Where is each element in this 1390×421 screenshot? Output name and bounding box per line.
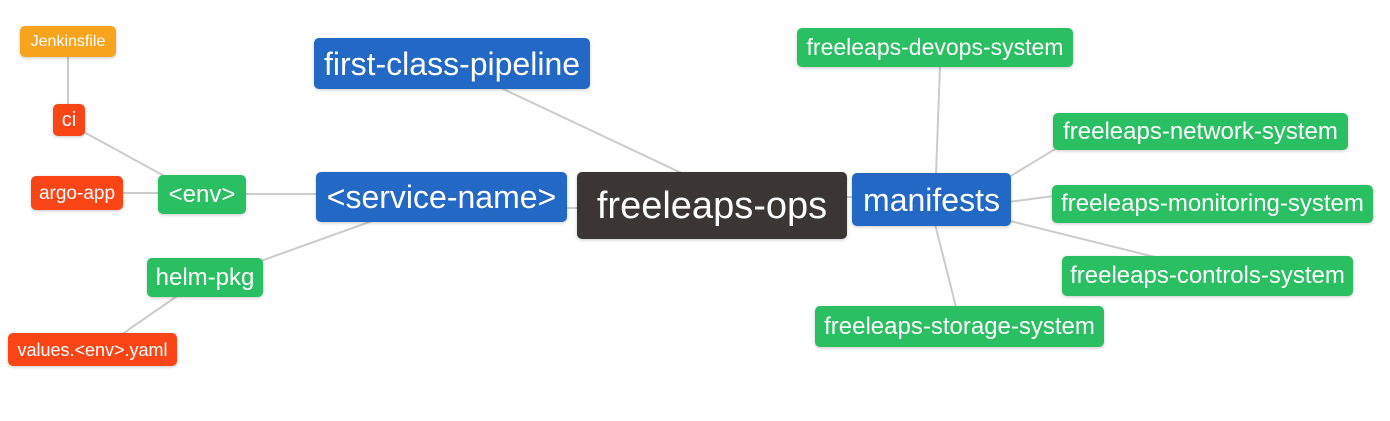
node-label: ci [61,109,77,131]
edge-first-class-pipeline-freeleaps-ops [498,86,693,179]
node-label: manifests [863,181,1000,218]
node-service-name[interactable]: <service-name> [316,172,567,222]
node-values-env-yaml[interactable]: values.<env>.yaml [8,333,177,366]
node-label: <service-name> [326,179,557,215]
node-freeleaps-network-system[interactable]: freeleaps-network-system [1053,113,1348,150]
edge-manifests-freeleaps-controls-system [1009,220,1156,258]
node-freeleaps-storage-system[interactable]: freeleaps-storage-system [815,306,1104,347]
node-freeleaps-monitoring-system[interactable]: freeleaps-monitoring-system [1052,185,1373,223]
node-label: first-class-pipeline [323,45,581,82]
edge-manifests-freeleaps-network-system [1003,147,1058,181]
node-first-class-pipeline[interactable]: first-class-pipeline [314,38,590,89]
edge-ci-env [81,130,169,179]
node-label: freeleaps-devops-system [806,34,1064,60]
node-label: freeleaps-controls-system [1070,262,1345,289]
node-helm-pkg[interactable]: helm-pkg [147,258,263,297]
node-freeleaps-controls-system[interactable]: freeleaps-controls-system [1062,256,1353,296]
node-label: argo-app [38,182,116,204]
node-label: freeleaps-ops [596,184,828,227]
node-jenkinsfile[interactable]: Jenkinsfile [20,26,116,57]
edge-manifests-freeleaps-monitoring-system [1007,195,1055,203]
node-label: freeleaps-storage-system [824,312,1095,340]
node-env[interactable]: <env> [158,175,246,214]
node-label: <env> [168,180,236,208]
node-label: freeleaps-network-system [1063,117,1338,145]
edge-helm-pkg-values-env-yaml [117,293,181,338]
edge-service-name-helm-pkg [257,220,373,263]
node-label: helm-pkg [155,263,255,291]
node-freeleaps-devops-system[interactable]: freeleaps-devops-system [797,28,1073,67]
node-argo-app[interactable]: argo-app [31,176,123,210]
node-label: freeleaps-monitoring-system [1061,190,1364,217]
node-freeleaps-ops[interactable]: freeleaps-ops [577,172,847,239]
node-label: Jenkinsfile [30,32,106,50]
node-label: values.<env>.yaml [17,339,168,360]
edge-manifests-freeleaps-storage-system [934,223,957,308]
edge-manifests-freeleaps-devops-system [935,65,941,176]
node-manifests[interactable]: manifests [852,173,1011,226]
node-ci[interactable]: ci [53,104,85,136]
